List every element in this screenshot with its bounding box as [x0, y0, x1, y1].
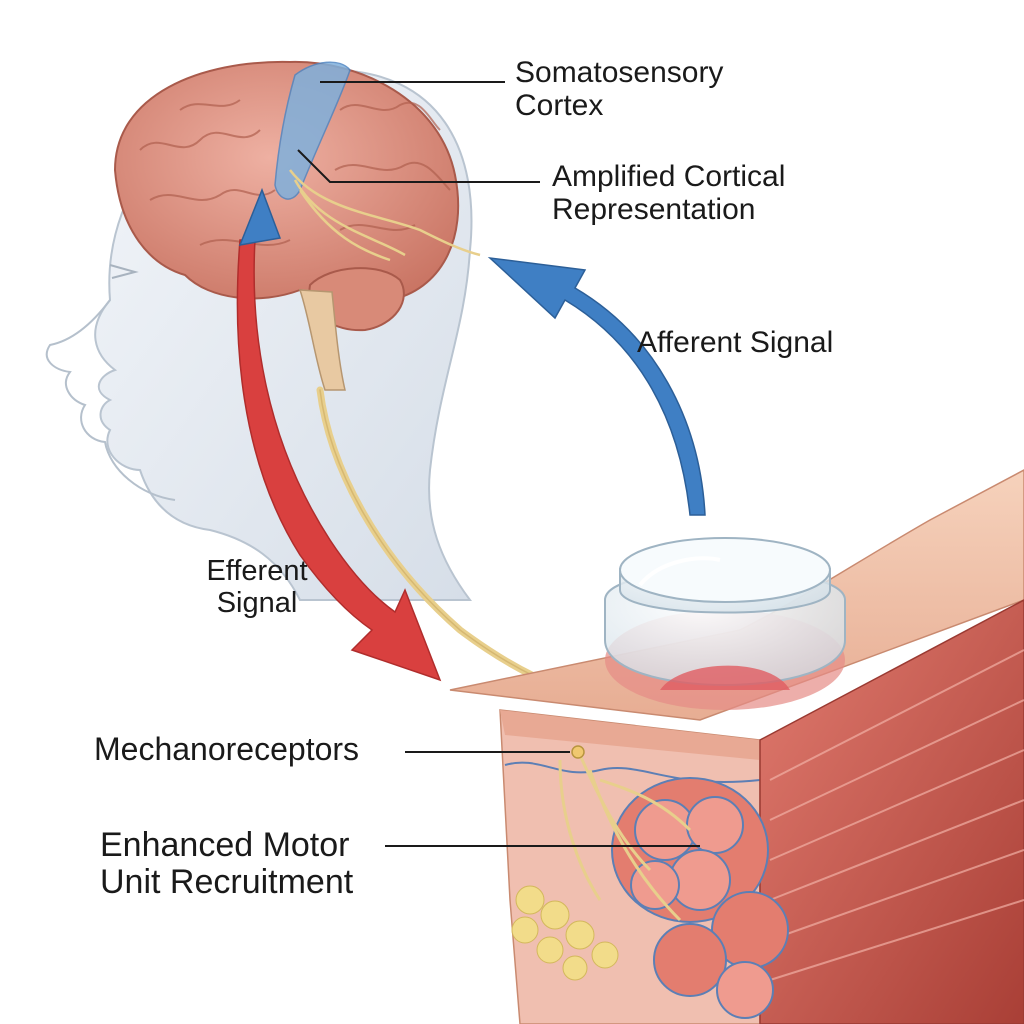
- face-profile: [45, 299, 176, 501]
- afferent-arrow: [487, 256, 706, 516]
- eye-mark: [109, 264, 139, 279]
- label-amplified-cortical-representation: Amplified Cortical Representation: [552, 160, 786, 226]
- afferent-arrow-tip-brain: [238, 187, 282, 246]
- label-mechanoreceptors: Mechanoreceptors: [94, 731, 360, 767]
- efferent-arrow: [236, 239, 442, 682]
- tissue-nerve-branches: [558, 754, 692, 922]
- cupping-cup: [604, 537, 846, 710]
- label-enhanced-motor-unit-recruitment: Enhanced Motor Unit Recruitment: [100, 826, 354, 902]
- brain-stem: [298, 289, 346, 391]
- label-efferent-signal: Efferent Signal: [206, 555, 308, 619]
- mechanoreceptor-node: [571, 745, 585, 759]
- amplified-leader-line: [297, 149, 540, 183]
- cortical-nerve-fibers: [289, 169, 481, 262]
- label-afferent-signal: Afferent Signal: [637, 326, 834, 359]
- label-somatosensory-cortex: Somatosensory Cortex: [515, 56, 724, 122]
